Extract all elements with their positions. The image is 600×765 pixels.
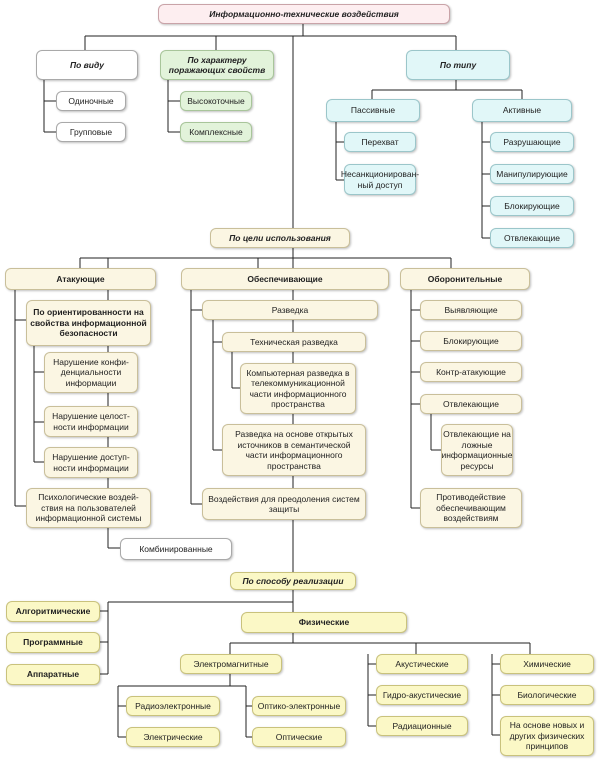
passive-item-unauthorized: Несанкционирован-ный доступ bbox=[341, 164, 419, 195]
tech-recon-node: Техническая разведка bbox=[222, 332, 366, 352]
overcome-node: Воздействия для преодоления систем защит… bbox=[202, 488, 366, 520]
by-method-node: По способу реализации bbox=[230, 572, 356, 590]
defensive-item-counter: Контр-атакующие bbox=[420, 362, 522, 382]
supporting-node: Обеспечивающие bbox=[181, 268, 389, 290]
nature-item-precision: Высокоточные bbox=[180, 91, 252, 111]
biological-item: Биологические bbox=[500, 685, 594, 705]
by-nature-node: По характеру поражающих свойств bbox=[160, 50, 274, 80]
acoustic-item: Акустические bbox=[376, 654, 468, 674]
defensive-item-detect: Выявляющие bbox=[420, 300, 522, 320]
recon-node: Разведка bbox=[202, 300, 378, 320]
by-purpose-node: По цели использования bbox=[210, 228, 350, 248]
method-hardware: Аппаратные bbox=[6, 664, 100, 685]
psych-node: Психологические воздей-ствия на пользова… bbox=[26, 488, 151, 528]
hydroacoustic-item: Гидро-акустические bbox=[376, 685, 468, 705]
passive-item-intercept: Перехват bbox=[344, 132, 416, 152]
type-passive: Пассивные bbox=[326, 99, 420, 122]
orientation-item-confidentiality: Нарушение конфи-денциальности информации bbox=[44, 352, 138, 393]
decoy-node: Отвлекающие на ложные информационные рес… bbox=[441, 424, 513, 476]
method-software: Программные bbox=[6, 632, 100, 653]
active-item-block: Блокирующие bbox=[490, 196, 574, 216]
open-recon-node: Разведка на основе открытых источников в… bbox=[222, 424, 366, 476]
defensive-node: Оборонительные bbox=[400, 268, 530, 290]
root-node: Информационно-технические воздействия bbox=[158, 4, 450, 24]
active-item-distract: Отвлекающие bbox=[490, 228, 574, 248]
new-principles-item: На основе новых и других физических прин… bbox=[500, 716, 594, 756]
em-item-optoelectronic: Оптико-электронные bbox=[252, 696, 346, 716]
combined-node: Комбинированные bbox=[120, 538, 232, 560]
chemical-item: Химические bbox=[500, 654, 594, 674]
em-item-electrical: Электрические bbox=[126, 727, 220, 747]
computer-recon-node: Компьютерная разведка в телекоммуникацио… bbox=[240, 363, 356, 414]
by-kind-node: По виду bbox=[36, 50, 138, 80]
defensive-item-block: Блокирующие bbox=[420, 331, 522, 351]
active-item-manipulate: Манипулирующие bbox=[490, 164, 574, 184]
type-active: Активные bbox=[472, 99, 572, 122]
kind-item-group: Групповые bbox=[56, 122, 126, 142]
kind-item-single: Одиночные bbox=[56, 91, 126, 111]
method-algorithmic: Алгоритмические bbox=[6, 601, 100, 622]
orientation-node: По ориентированности на свойства информа… bbox=[26, 300, 151, 346]
radiation-item: Радиационные bbox=[376, 716, 468, 736]
defensive-item-distract: Отвлекающие bbox=[420, 394, 522, 414]
em-item-radioelectronic: Радиоэлектронные bbox=[126, 696, 220, 716]
attacking-node: Атакующие bbox=[5, 268, 156, 290]
electromagnetic-node: Электромагнитные bbox=[180, 654, 282, 674]
orientation-item-availability: Нарушение доступ-ности информации bbox=[44, 447, 138, 478]
nature-item-complex: Комплексные bbox=[180, 122, 252, 142]
active-item-destroy: Разрушающие bbox=[490, 132, 574, 152]
by-type-node: По типу bbox=[406, 50, 510, 80]
counter-support-node: Противодействие обеспечивающим воздейств… bbox=[420, 488, 522, 528]
physical-node: Физические bbox=[241, 612, 407, 633]
em-item-optical: Оптические bbox=[252, 727, 346, 747]
orientation-item-integrity: Нарушение целост-ности информации bbox=[44, 406, 138, 437]
